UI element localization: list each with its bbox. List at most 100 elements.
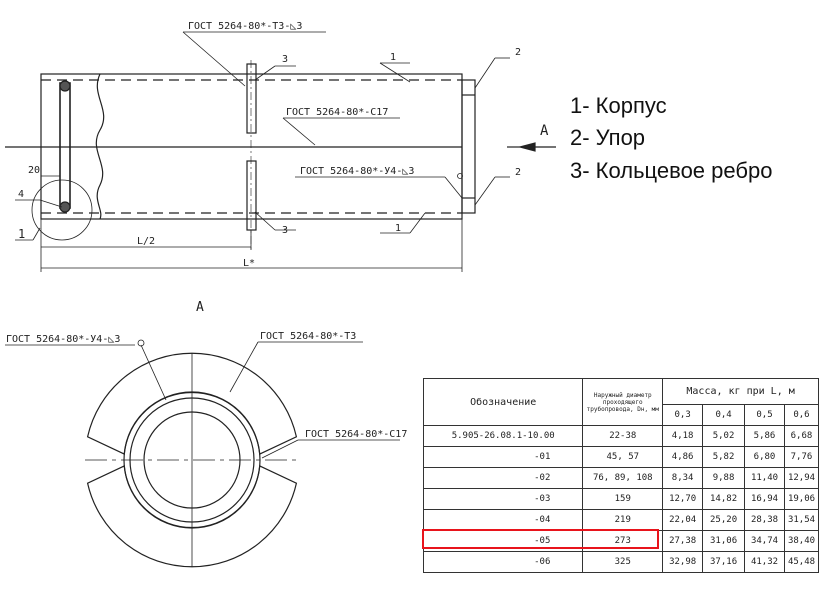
cell-mass: 31,54 [783, 509, 820, 531]
cell-diameter: 219 [582, 509, 664, 531]
view-arrow-icon [517, 142, 536, 152]
cell-diameter: 45, 57 [582, 446, 664, 468]
cell-designation: 5.905-26.08.1-10.00 [422, 425, 584, 447]
dimension-length: L* [243, 258, 255, 269]
top-view [5, 31, 556, 272]
callout-c17: ГОСТ 5264-80*-С17 [305, 429, 407, 440]
label-part1-detail: 1 [18, 227, 25, 241]
cell-mass: 14,82 [702, 488, 746, 510]
legend-item-1: 1- Корпус [570, 93, 667, 118]
cell-diameter: 76, 89, 108 [582, 467, 664, 489]
dimension-half-length: L/2 [137, 236, 155, 247]
header-length: 0,4 [702, 404, 746, 426]
cell-designation: -04 [422, 509, 584, 531]
cell-mass: 8,34 [662, 467, 704, 489]
cell-mass: 12,94 [783, 467, 820, 489]
cell-mass: 11,40 [744, 467, 785, 489]
label-part4: 4 [18, 189, 24, 200]
cell-mass: 34,74 [744, 530, 785, 552]
callout-leaders [15, 31, 510, 241]
header-length: 0,5 [744, 404, 785, 426]
cell-mass: 27,38 [662, 530, 704, 552]
cell-mass: 16,94 [744, 488, 785, 510]
section-view [5, 339, 400, 568]
cell-mass: 31,06 [702, 530, 746, 552]
cell-mass: 45,48 [783, 551, 820, 573]
section-leaders [5, 341, 400, 459]
outer-sector-top [86, 352, 298, 456]
highlight-box [422, 529, 659, 549]
cell-designation: -02 [422, 467, 584, 489]
view-label-a: A [540, 123, 549, 139]
break-line [95, 73, 105, 220]
dimension-20: 20 [28, 165, 40, 176]
rib-bottom [246, 160, 257, 231]
callout-u4: ГОСТ 5264-80*-У4-◺3 [6, 334, 120, 345]
cell-mass: 6,80 [744, 446, 785, 468]
callout-t3: ГОСТ 5264-80*-Т3 [260, 331, 356, 342]
weld-all-around-icon [457, 173, 463, 179]
cell-mass: 5,86 [744, 425, 785, 447]
header-designation: Обозначение [422, 378, 584, 426]
callout-u4: ГОСТ 5264-80*-У4-◺3 [300, 166, 414, 177]
cell-mass: 22,04 [662, 509, 704, 531]
legend-item-2: 2- Упор [570, 125, 646, 150]
cell-designation: -03 [422, 488, 584, 510]
label-part1: 1 [390, 52, 396, 63]
callout-c17: ГОСТ 5264-80*-С17 [286, 107, 388, 118]
cell-mass: 6,68 [783, 425, 820, 447]
ring-part-4 [59, 82, 71, 209]
stop-part-2 [461, 79, 476, 214]
cell-mass: 38,40 [783, 530, 820, 552]
cell-designation: -01 [422, 446, 584, 468]
header-mass: Масса, кг при L, м [662, 378, 819, 405]
cell-mass: 32,98 [662, 551, 704, 573]
weld-circle-bottom [59, 201, 71, 213]
header-length: 0,6 [783, 404, 820, 426]
cell-diameter: 325 [582, 551, 664, 573]
cell-mass: 5,02 [702, 425, 746, 447]
weld-circle-top [59, 80, 71, 92]
outer-sector-bottom [86, 464, 298, 568]
label-part3: 3 [282, 54, 288, 65]
header-diameter: Наружный диаметр проходящего трубопровод… [582, 378, 664, 426]
cell-mass: 4,18 [662, 425, 704, 447]
legend-item-3: 3- Кольцевое ребро [570, 158, 773, 183]
label-part2: 2 [515, 47, 521, 58]
rib-top [246, 63, 257, 134]
section-view-text: A ГОСТ 5264-80*-У4-◺3 ГОСТ 5264-80*-Т3 Г… [6, 300, 407, 440]
callout-t3: ГОСТ 5264-80*-Т3-◺3 [188, 21, 302, 32]
cell-mass: 7,76 [783, 446, 820, 468]
cell-mass: 41,32 [744, 551, 785, 573]
cell-designation: -06 [422, 551, 584, 573]
cell-mass: 9,88 [702, 467, 746, 489]
weld-all-around-icon [137, 339, 145, 347]
label-part3: 3 [282, 225, 288, 236]
cell-diameter: 22-38 [582, 425, 664, 447]
cell-mass: 4,86 [662, 446, 704, 468]
cell-mass: 19,06 [783, 488, 820, 510]
specification-table: Обозначение Наружный диаметр проходящего… [422, 378, 820, 573]
cell-mass: 25,20 [702, 509, 746, 531]
top-view-text: ГОСТ 5264-80*-Т3-◺3 ГОСТ 5264-80*-С17 ГО… [18, 21, 549, 269]
cell-mass: 5,82 [702, 446, 746, 468]
detail-circle [31, 179, 93, 241]
dimension-lines [40, 175, 463, 272]
header-length: 0,3 [662, 404, 704, 426]
cell-diameter: 159 [582, 488, 664, 510]
label-part2: 2 [515, 167, 521, 178]
section-title: A [196, 300, 204, 315]
cell-mass: 28,38 [744, 509, 785, 531]
label-part1: 1 [395, 223, 401, 234]
cell-mass: 37,16 [702, 551, 746, 573]
